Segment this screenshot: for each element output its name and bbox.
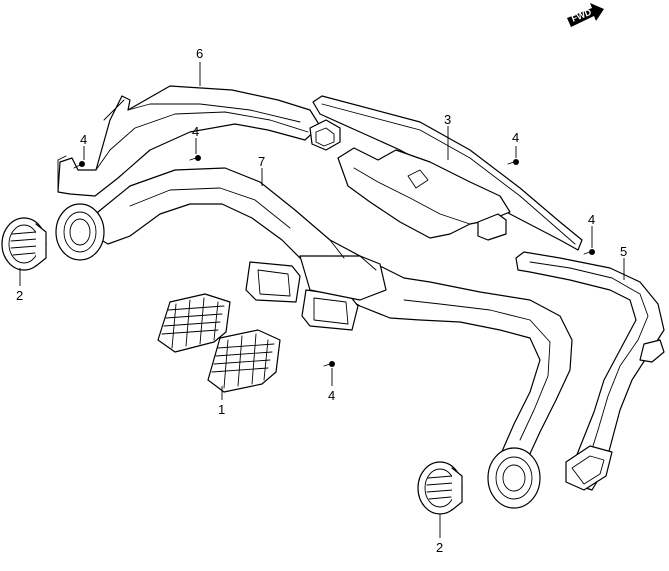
duct-part-6 (57, 85, 321, 197)
duct-part-5 (515, 251, 665, 491)
leader-lines (19, 62, 625, 538)
callout-4: 4 (80, 132, 87, 147)
duct-ring-right (487, 447, 541, 509)
callout-2: 2 (436, 540, 443, 555)
callout-7: 7 (258, 154, 265, 169)
vent-part-2-left (1, 217, 47, 271)
vent-part-2-right (417, 461, 463, 515)
callout-4: 4 (512, 130, 519, 145)
callout-5: 5 (620, 244, 627, 259)
louver-part-1 (157, 293, 281, 393)
callout-3: 3 (444, 112, 451, 127)
callout-4: 4 (328, 388, 335, 403)
screw-icon (189, 155, 201, 161)
callout-6: 6 (196, 46, 203, 61)
fwd-arrow-icon: FWD (567, 3, 604, 27)
screw-icon (323, 361, 335, 367)
screw-icon (583, 249, 595, 255)
duct-part-3 (309, 95, 583, 251)
duct-ring-left (55, 203, 105, 261)
callout-1: 1 (218, 402, 225, 417)
screw-icon (507, 159, 519, 165)
callout-4: 4 (192, 124, 199, 139)
screw-part-4 (73, 155, 595, 367)
screw-icon (73, 161, 85, 169)
callout-4: 4 (588, 212, 595, 227)
callout-2: 2 (16, 288, 23, 303)
